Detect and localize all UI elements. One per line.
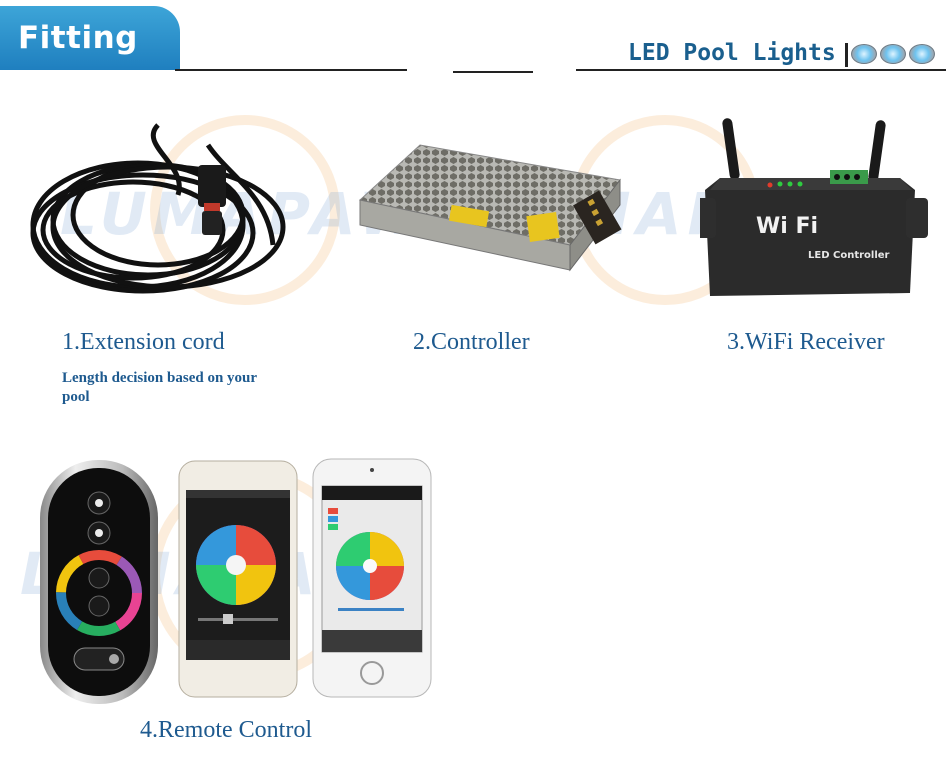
wifi-receiver-image: [700, 118, 928, 296]
product-note: Length decision based on your pool: [62, 370, 257, 405]
header-rule-2: [453, 71, 533, 73]
wifi-logo-text: Wi Fi: [756, 214, 819, 239]
touch-remote-image: [40, 460, 158, 704]
product-caption: 4.Remote Control: [140, 717, 312, 743]
header-rule-1: [175, 69, 407, 71]
section-header-tab: Fitting: [0, 6, 180, 70]
pool-lamp-icon: [851, 44, 877, 64]
iphone-app-image: [312, 458, 432, 698]
android-phone-app-image: [178, 460, 298, 698]
controller-image: [358, 144, 622, 272]
brand-divider: [845, 43, 848, 67]
product-caption: 3.WiFi Receiver: [727, 329, 885, 355]
product-caption: 1.Extension cord: [62, 329, 225, 355]
device-label-text: LED Controller: [808, 250, 890, 261]
pool-lamp-icon: [880, 44, 906, 64]
pool-lamp-icon: [909, 44, 935, 64]
section-title: Fitting: [18, 20, 138, 56]
extension-cord-image: [30, 123, 286, 294]
header-rule-3: [576, 69, 946, 71]
watermark-ring: [150, 115, 340, 305]
product-caption: 2.Controller: [413, 329, 530, 355]
brand-title: LED Pool Lights: [628, 40, 836, 66]
